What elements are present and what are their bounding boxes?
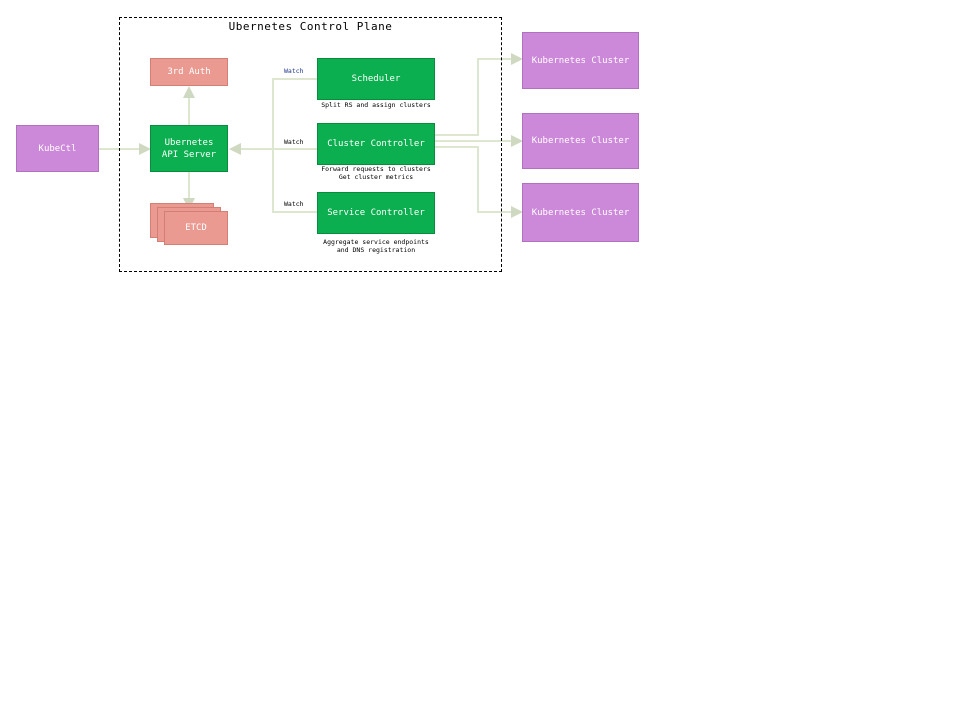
- auth-node: 3rd Auth: [150, 58, 228, 86]
- service-controller-note: Aggregate service endpoints and DNS regi…: [323, 238, 429, 254]
- service-controller-node: Service Controller: [317, 192, 435, 234]
- etcd-node: ETCD: [164, 211, 228, 245]
- edge-controllers-api: [231, 78, 317, 213]
- scheduler-note: Split RS and assign clusters: [321, 101, 431, 109]
- scheduler-node: Scheduler: [317, 58, 435, 100]
- kubernetes-cluster-2: Kubernetes Cluster: [522, 113, 639, 169]
- kubernetes-cluster-3: Kubernetes Cluster: [522, 183, 639, 242]
- control-plane-frame: [119, 17, 502, 272]
- watch-label-service: Watch: [284, 200, 304, 208]
- kubectl-node: KubeCtl: [16, 125, 99, 172]
- watch-label-cluster: Watch: [284, 138, 304, 146]
- edge-cc-cluster1: [435, 53, 523, 136]
- cluster-controller-node: Cluster Controller: [317, 123, 435, 165]
- api-server-node: Ubernetes API Server: [150, 125, 228, 172]
- watch-label-scheduler: Watch: [284, 67, 304, 75]
- edge-cc-cluster3: [435, 146, 523, 218]
- cluster-controller-note: Forward requests to clusters Get cluster…: [321, 165, 431, 181]
- kubernetes-cluster-1: Kubernetes Cluster: [522, 32, 639, 89]
- control-plane-title: Ubernetes Control Plane: [228, 20, 393, 33]
